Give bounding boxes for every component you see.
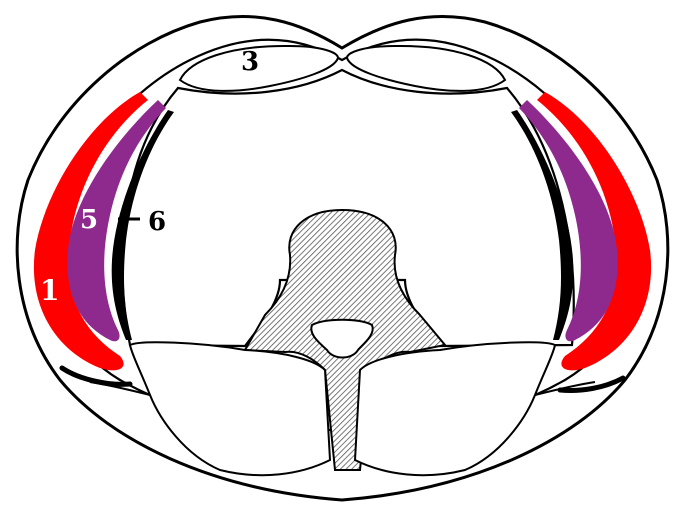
label-6: 6 (148, 207, 166, 237)
label-3: 3 (241, 47, 259, 77)
label-1: 1 (40, 274, 59, 307)
label-5: 5 (80, 205, 98, 235)
